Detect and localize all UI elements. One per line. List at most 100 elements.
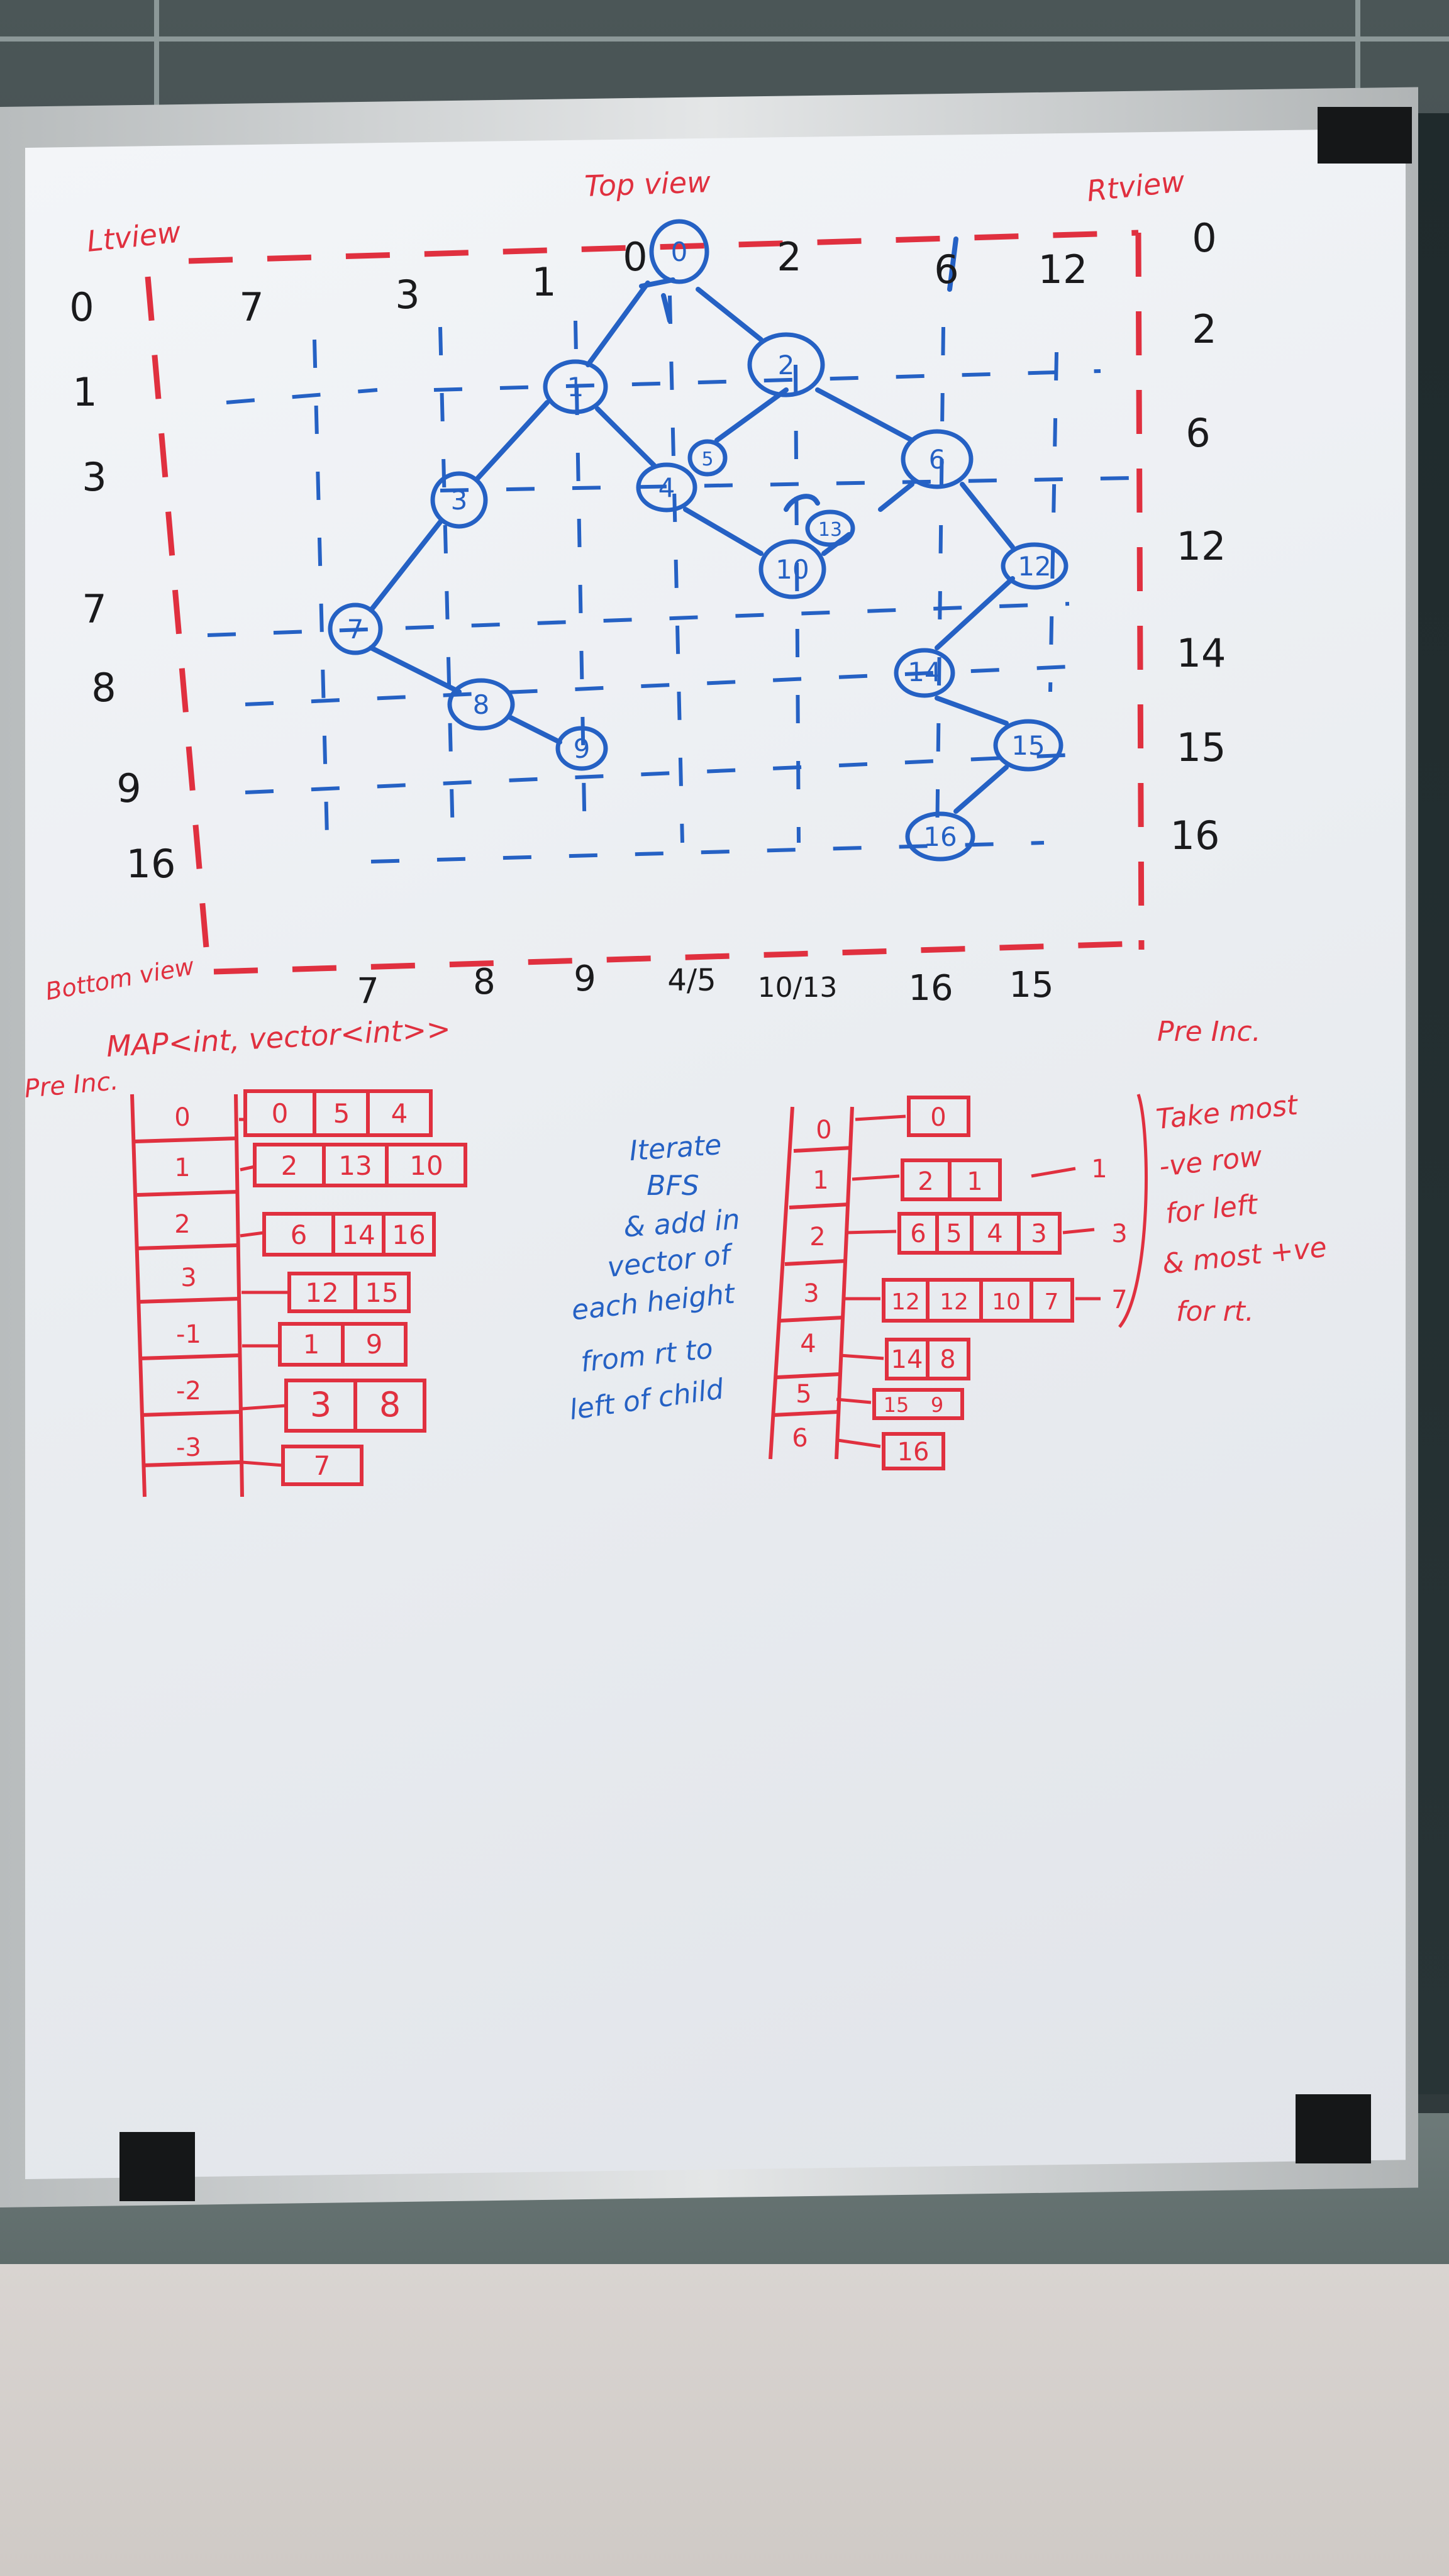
map-value: 1 (303, 1329, 320, 1360)
node-label: 7 (347, 614, 364, 645)
map-value: 16 (897, 1438, 930, 1467)
node-label: 12 (1018, 551, 1051, 582)
map-key: 4 (800, 1330, 816, 1358)
left-map-keys: 0 1 2 3 -1 -2 -3 (174, 1103, 201, 1462)
node-label: 10 (775, 554, 809, 585)
map-value: 3 (310, 1385, 331, 1424)
left-view-value: 16 (126, 841, 176, 887)
map-value: 9 (366, 1329, 383, 1360)
tree-node-6 (901, 429, 974, 489)
right-map-keys: 0 1 2 3 4 5 6 (792, 1116, 831, 1453)
map-value: 12 (940, 1289, 969, 1315)
map-title: MAP<int, vector<int>> (106, 1011, 452, 1063)
map-value: 0 (272, 1098, 289, 1129)
map-value: 14 (891, 1345, 923, 1374)
map-value: 4 (987, 1219, 1002, 1248)
node-label: 0 (671, 236, 688, 267)
map-key: 3 (180, 1263, 196, 1292)
node-label: 3 (451, 485, 468, 516)
tree-node-4 (636, 462, 697, 513)
right-view-value: 12 (1177, 523, 1226, 569)
node-label: 1 (567, 372, 584, 402)
map-value: 9 (931, 1393, 943, 1417)
map-value: 7 (1045, 1289, 1059, 1315)
top-view-value: 0 (623, 234, 647, 280)
right-view-label: Rtview (1085, 164, 1187, 208)
tree-node-16 (905, 811, 975, 862)
side-note-line: for rt. (1176, 1296, 1254, 1328)
node-label: 16 (923, 821, 957, 852)
tree-node-8 (447, 678, 515, 731)
map-value: 1 (967, 1167, 982, 1196)
map-key: 2 (174, 1210, 190, 1239)
right-view-value: 14 (1177, 630, 1226, 676)
bottom-view-value: 7 (357, 971, 379, 1012)
map-result: 1 (1091, 1155, 1107, 1184)
top-view-value: 7 (239, 284, 264, 330)
tree-node-labels: 0 1 2 3 4 5 6 7 8 9 10 12 13 14 15 16 (347, 236, 1052, 852)
left-view-value: 9 (116, 765, 141, 811)
map-value: 12 (891, 1289, 920, 1315)
map-value: 10 (992, 1289, 1021, 1315)
map-key: -3 (176, 1433, 201, 1462)
bfs-note: Iterate BFS & add in vector of each heig… (567, 1129, 741, 1426)
left-view-values: 0 1 3 7 8 9 16 (69, 284, 175, 887)
side-note-line: for left (1164, 1189, 1260, 1230)
bfs-note-line: BFS (647, 1170, 699, 1202)
bottom-view-value: 4/5 (667, 963, 716, 998)
bfs-note-line: & add in (623, 1204, 741, 1244)
bfs-note-line: Iterate (628, 1129, 723, 1167)
right-view-value: 6 (1185, 410, 1210, 456)
pre-inc-left: Pre Inc. (23, 1067, 119, 1104)
map-value: 15 (365, 1277, 398, 1308)
tree-node-15 (993, 719, 1063, 772)
vertical-line-grid (207, 295, 1133, 863)
bottom-view-value: 9 (574, 958, 596, 999)
tree-node-5 (687, 439, 728, 477)
map-value: 6 (910, 1219, 926, 1248)
map-value: 16 (392, 1219, 425, 1250)
node-label: 8 (473, 689, 490, 720)
left-view-value: 1 (72, 369, 97, 415)
right-view-values: 0 2 6 12 14 15 16 (1170, 215, 1226, 858)
left-view-label: Ltview (86, 215, 183, 258)
frame-corner (1318, 107, 1412, 164)
right-view-value: 0 (1192, 215, 1216, 261)
wall-tile-line (0, 36, 1449, 42)
bottom-view-value: 8 (473, 962, 496, 1002)
map-value: 2 (918, 1167, 933, 1196)
map-value: 10 (409, 1150, 443, 1181)
node-label: 13 (818, 519, 842, 541)
bottom-view-values: 7 8 9 4/5 10/13 16 15 (357, 958, 1053, 1012)
map-key: 6 (792, 1424, 808, 1453)
bottom-view-value: 15 (1009, 965, 1053, 1006)
tree-node-2 (747, 332, 825, 397)
tree-node-0 (649, 219, 709, 284)
map-value: 2 (281, 1150, 298, 1181)
top-view-label: Top view (584, 165, 711, 203)
map-key: 0 (174, 1103, 190, 1132)
top-view-value: 12 (1038, 247, 1088, 292)
map-headers: MAP<int, vector<int>> Pre Inc. Pre Inc. (23, 1011, 1261, 1104)
map-key: 2 (809, 1223, 825, 1252)
top-view-value: 3 (395, 272, 419, 318)
bottom-view-value: 16 (908, 968, 953, 1009)
right-view-value: 2 (1192, 306, 1216, 352)
map-value: 5 (946, 1219, 962, 1248)
tree-node-3 (430, 471, 488, 529)
side-note: Take most -ve row for left & most +ve fo… (1155, 1089, 1328, 1328)
node-label: 5 (701, 448, 713, 470)
map-arrows (239, 1094, 1148, 1467)
bfs-note-line: vector of (606, 1238, 736, 1284)
map-key: 5 (796, 1380, 811, 1409)
right-map-values: 0 2 1 6 5 4 3 12 12 10 7 14 8 15 9 16 (884, 1103, 1059, 1467)
tree-node-14 (894, 648, 955, 698)
right-map-table (769, 1096, 1074, 1470)
view-border (145, 230, 1145, 975)
map-value: 0 (930, 1103, 946, 1132)
node-label: 14 (908, 657, 941, 687)
top-view-value: 6 (934, 247, 958, 292)
wall-tile-line (154, 0, 159, 119)
node-label: 4 (658, 472, 675, 503)
